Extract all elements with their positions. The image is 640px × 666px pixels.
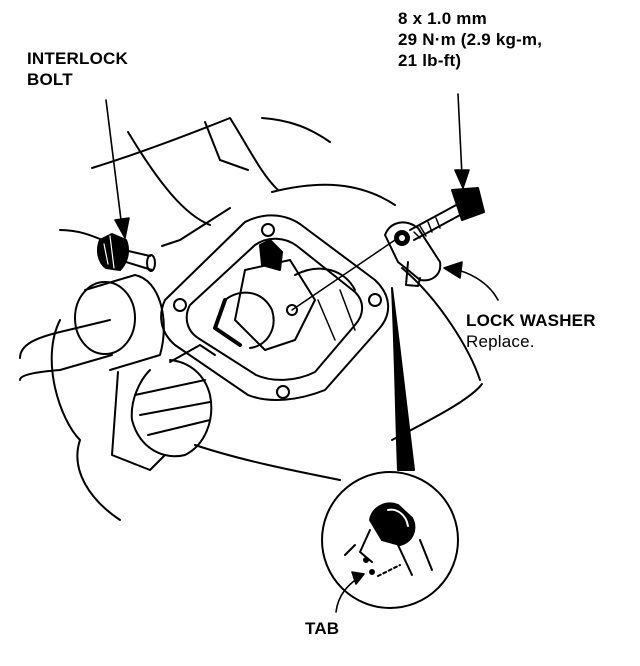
- interlock-bolt-label: INTERLOCK BOLT: [27, 48, 128, 90]
- washer-leader: [457, 269, 499, 301]
- lock-washer-label: LOCK WASHER Replace.: [466, 310, 596, 352]
- interlock-bolt-label-line1: INTERLOCK: [27, 49, 128, 68]
- bolt-and-washer: [384, 187, 485, 287]
- interlock-arrowhead: [114, 217, 130, 239]
- lock-washer-title: LOCK WASHER: [466, 311, 596, 330]
- tab-arrowhead: [351, 571, 365, 585]
- tab-leader: [335, 577, 359, 613]
- bolt-arrowhead: [454, 169, 470, 189]
- bolt-spec-label: 8 x 1.0 mm 29 N·m (2.9 kg-m, 21 lb-ft): [398, 8, 542, 71]
- tab-label: TAB: [305, 619, 340, 638]
- bolt-spec-line1: 8 x 1.0 mm: [398, 9, 487, 28]
- shift-fork: [213, 239, 396, 351]
- leader-lines: [105, 93, 499, 613]
- lock-washer-note: Replace.: [466, 332, 535, 351]
- washer-arrowhead: [443, 261, 463, 279]
- bolt-spec-line3: 21 lb-ft): [398, 51, 462, 70]
- zoom-wedge: [391, 287, 415, 471]
- shift-cover-plate: [160, 214, 390, 401]
- bolt-spec-line2: 29 N·m (2.9 kg-m,: [398, 30, 543, 49]
- interlock-bolt: [97, 233, 156, 272]
- tab-detail-circle: [321, 471, 459, 609]
- interlock-leader: [105, 99, 123, 229]
- shift-rod-boot: [19, 274, 216, 471]
- interlock-bolt-label-line2: BOLT: [27, 70, 73, 89]
- bolt-leader: [457, 93, 463, 177]
